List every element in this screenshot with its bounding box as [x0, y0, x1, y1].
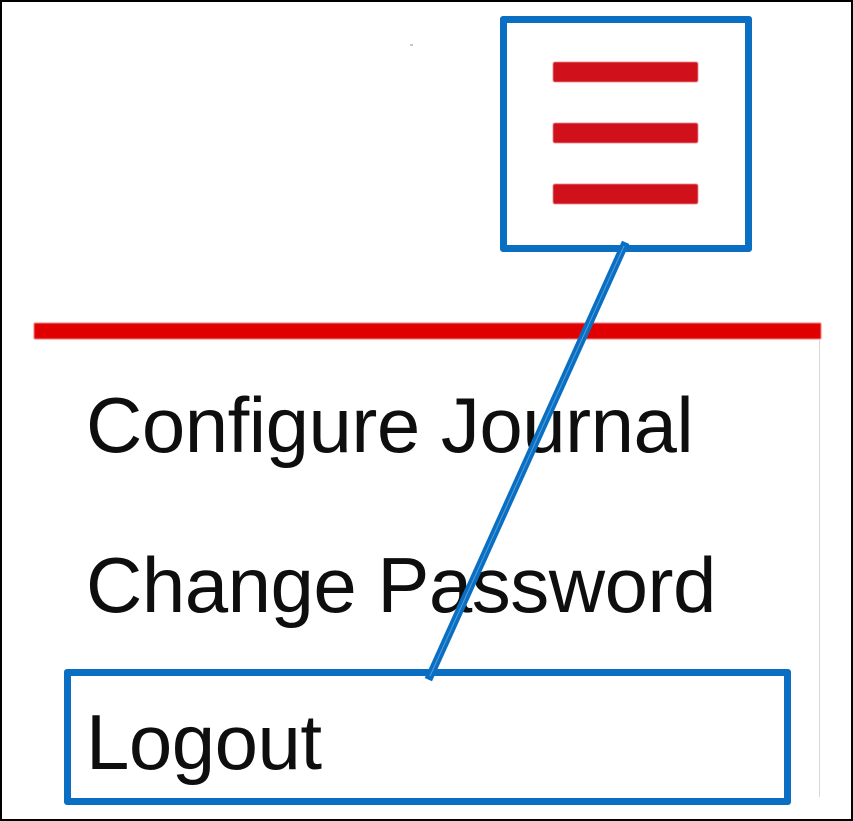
menu-item-logout[interactable]: Logout: [86, 698, 322, 786]
dropdown-menu-top-border: [34, 323, 821, 339]
menu-item-change-password[interactable]: Change Password: [86, 541, 716, 629]
menu-button-highlight[interactable]: [500, 16, 752, 252]
hamburger-menu-icon-bar-3: [553, 184, 698, 204]
dropdown-menu-right-edge: [819, 339, 820, 797]
hamburger-menu-icon-bar-2: [553, 123, 698, 143]
menu-item-configure-journal[interactable]: Configure Journal: [86, 381, 694, 469]
hamburger-menu-icon-bar-1: [553, 62, 698, 82]
artifact-dot: [410, 44, 413, 46]
